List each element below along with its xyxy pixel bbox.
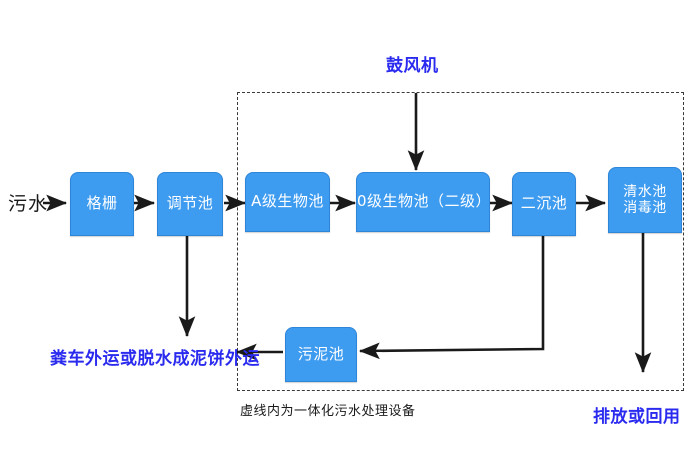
integrated-equipment-boundary (237, 92, 684, 391)
node-sludge-tank[interactable]: 污泥池 (285, 327, 357, 382)
node-regulating-tank[interactable]: 调节池 (157, 172, 223, 236)
node-grid[interactable]: 格栅 (70, 172, 134, 236)
node-clearwater-line-1: 清水池 (623, 183, 667, 200)
node-a-stage-bioreactor[interactable]: A级生物池 (245, 172, 330, 232)
sludge-disposal-label: 粪车外运或脱水成泥饼外运 (50, 349, 260, 369)
node-o-stage-bioreactor[interactable]: 0级生物池（二级） (356, 172, 491, 232)
node-secondary-clarifier[interactable]: 二沉池 (512, 172, 576, 236)
blower-label: 鼓风机 (386, 56, 439, 76)
node-clearwater-disinfection-tank[interactable]: 清水池 消毒池 (608, 167, 682, 233)
node-clearwater-line-2: 消毒池 (623, 200, 667, 216)
effluent-label: 排放或回用 (593, 407, 681, 427)
diagram-caption: 虚线内为一体化污水处理设备 (240, 404, 416, 419)
influent-label: 污水 (8, 193, 49, 215)
